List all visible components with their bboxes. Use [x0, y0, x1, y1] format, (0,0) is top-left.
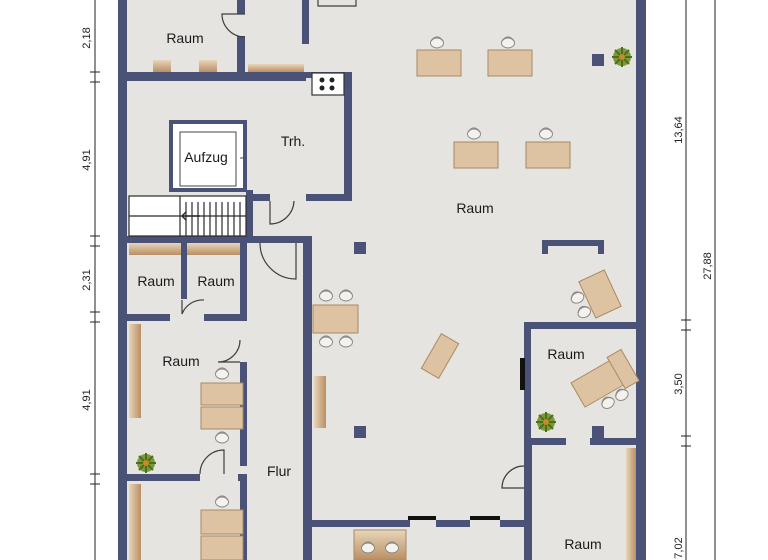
door-strips [408, 358, 525, 520]
room-label-small-b: Raum [197, 273, 234, 289]
cabinet [129, 324, 141, 418]
room-label-main: Raum [456, 200, 493, 216]
cabinet [248, 64, 304, 72]
cabinet [153, 60, 171, 72]
room-label-stair-hall: Trh. [281, 133, 305, 149]
room-label-office-left: Raum [162, 353, 199, 369]
plant-icon [135, 452, 157, 474]
dimension-label: 4,91 [81, 149, 93, 170]
dimension-label: 3,50 [673, 373, 685, 394]
dimension-label: 2,31 [81, 269, 93, 290]
cabinet [420, 332, 460, 380]
desk-group [570, 348, 640, 412]
dimension-label: 13,64 [673, 116, 685, 144]
door-swings [181, 0, 525, 489]
cabinet [199, 60, 217, 72]
dimension-chain-right [681, 0, 691, 560]
desk-group [416, 36, 571, 169]
floor-area [126, 0, 638, 560]
dimension-label: 7,02 [673, 537, 685, 558]
cabinet [314, 376, 326, 428]
room-label-elevator: Aufzug [184, 149, 228, 165]
room-label-bottom-right: Raum [564, 536, 601, 552]
sofa [353, 529, 407, 560]
desk-group [568, 269, 622, 321]
plant-icon [535, 411, 557, 433]
room-label-corridor: Flur [267, 463, 291, 479]
desk-group [200, 367, 244, 560]
room-label-top-left: Raum [166, 30, 203, 46]
staircase [128, 195, 247, 237]
cabinet [187, 243, 240, 255]
cabinet [129, 243, 181, 255]
cabinet [626, 448, 636, 560]
cabinet [129, 484, 141, 560]
stove-icon [311, 72, 345, 96]
room-label-right-office: Raum [547, 346, 584, 362]
plant-icon [611, 46, 633, 68]
dimension-label: 2,18 [81, 27, 93, 48]
dimension-label: 27,88 [702, 252, 714, 280]
elevator-shaft [169, 120, 247, 192]
dimension-chain-left [90, 0, 100, 560]
room-label-small-a: Raum [137, 273, 174, 289]
meeting-table [312, 289, 359, 348]
dimension-label: 4,91 [81, 389, 93, 410]
